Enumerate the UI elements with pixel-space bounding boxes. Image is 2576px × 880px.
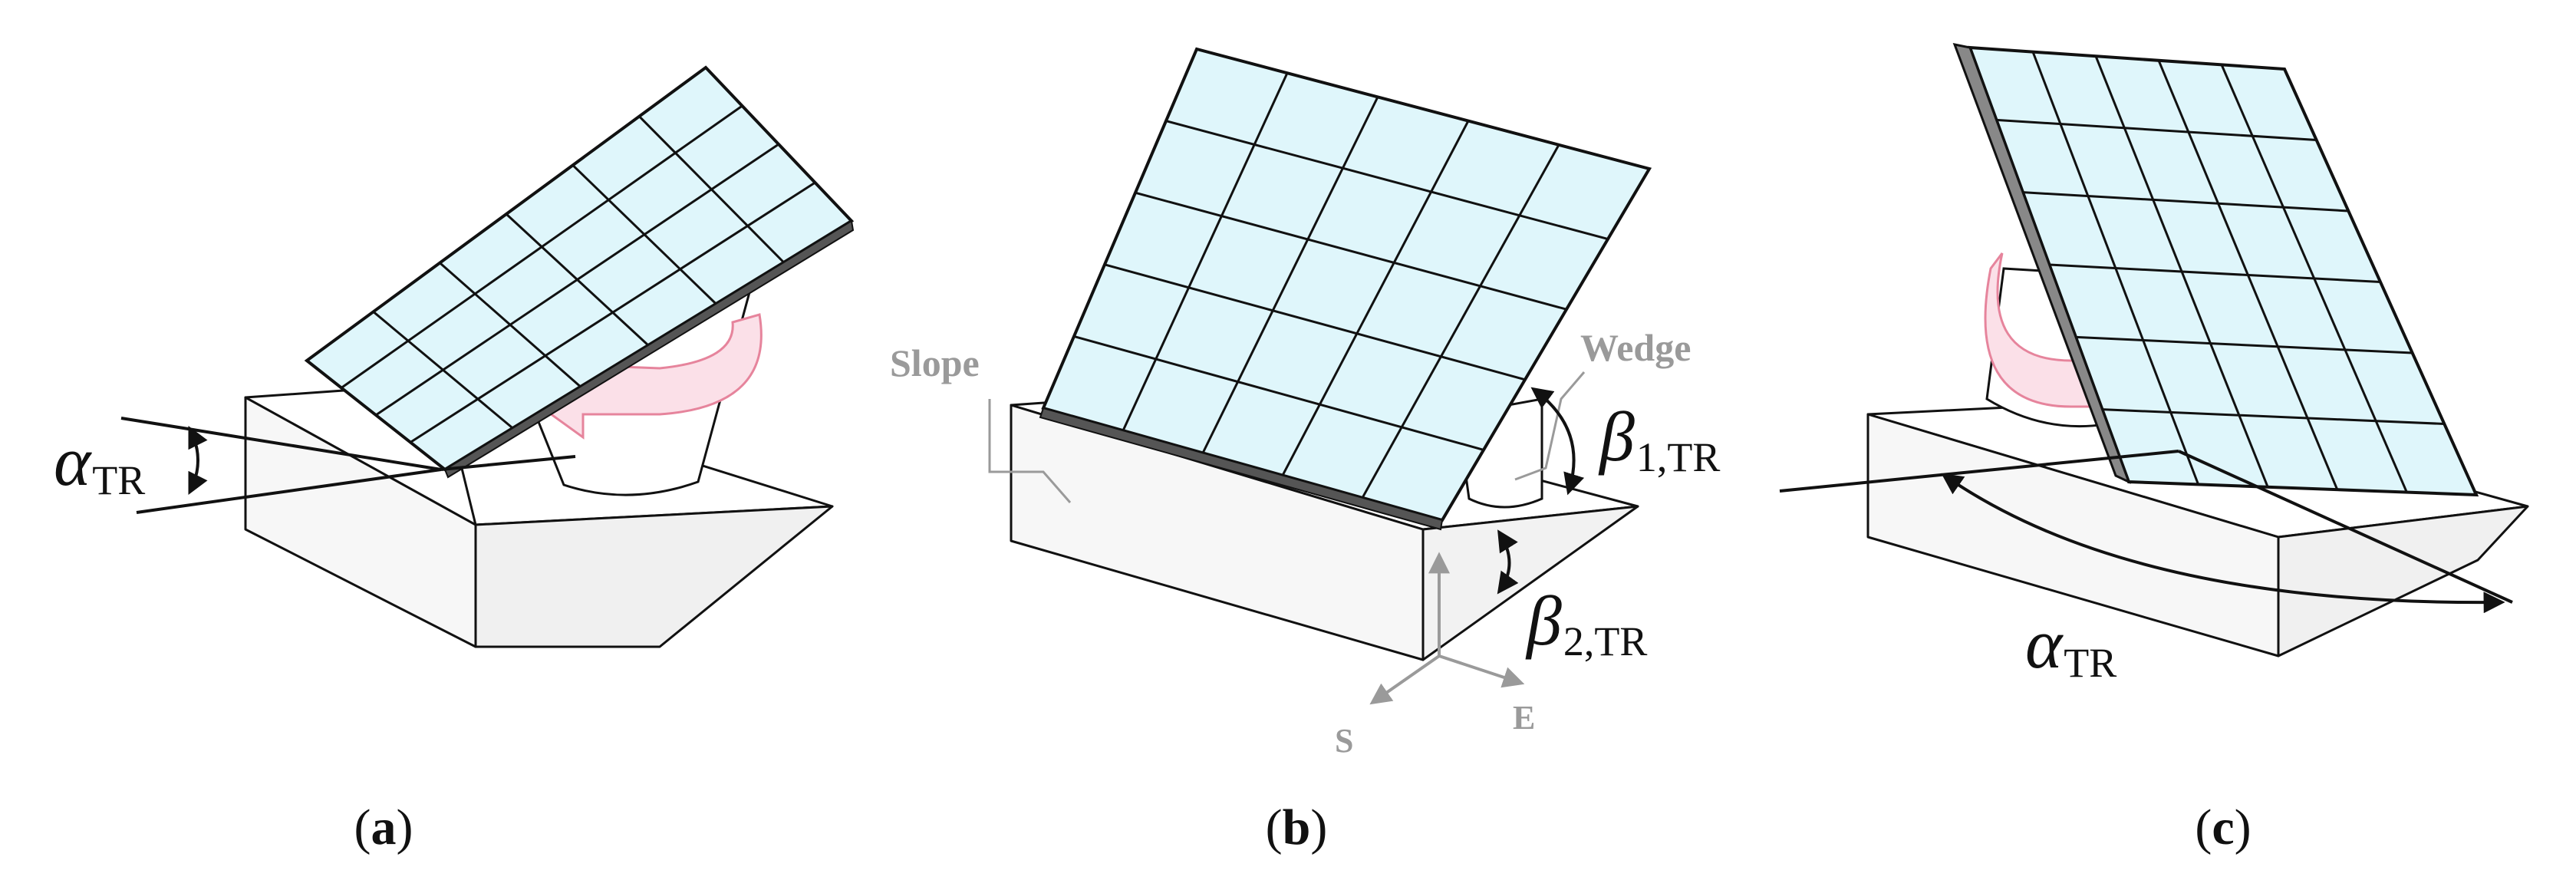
cell-line bbox=[1165, 120, 1609, 241]
angle-arrow-icon bbox=[1497, 387, 1585, 595]
panel-a-caption: (a) bbox=[354, 799, 413, 855]
cell-line bbox=[1073, 335, 1484, 451]
beta1-label: β1,TR bbox=[1598, 397, 1720, 480]
cell-line bbox=[341, 104, 743, 389]
panel-a: αTR (a) bbox=[54, 65, 855, 855]
compass-axes bbox=[1369, 552, 1525, 705]
cell-line bbox=[2049, 263, 2381, 283]
angle-arrow-icon bbox=[120, 417, 576, 514]
slope-label: Slope bbox=[890, 341, 980, 384]
panel-b-caption: (b) bbox=[1266, 799, 1328, 855]
panel-c: αTR (c) bbox=[1779, 43, 2529, 855]
south-axis-label: S bbox=[1335, 722, 1353, 760]
cell-line bbox=[2102, 408, 2445, 425]
panel-c-module bbox=[1952, 43, 2479, 497]
panel-b-cells bbox=[1073, 72, 1609, 499]
cell-line bbox=[375, 143, 779, 417]
cell-line bbox=[1104, 263, 1526, 381]
cell-line bbox=[410, 181, 816, 443]
panel-c-cells bbox=[1996, 51, 2445, 493]
cell-line bbox=[1281, 120, 1470, 476]
cell-line bbox=[1996, 118, 2317, 141]
east-axis-label: E bbox=[1513, 699, 1535, 737]
slope-leader bbox=[988, 399, 1072, 503]
panel-c-angle-label: αTR bbox=[2025, 605, 2116, 686]
panel-b: Slope Wedge β1,TR β2,TR S E (b) bbox=[890, 47, 1720, 855]
panel-b-module bbox=[1039, 47, 1652, 531]
panel-c-caption: (c) bbox=[2195, 799, 2251, 855]
cell-line bbox=[1201, 96, 1379, 454]
rotation-arrow-icon bbox=[512, 313, 763, 440]
cell-line bbox=[1361, 144, 1560, 499]
wedge-label: Wedge bbox=[1580, 326, 1691, 369]
beta2-label: β2,TR bbox=[1525, 582, 1647, 664]
angle-arrow-icon bbox=[1779, 450, 2513, 614]
cell-line bbox=[2075, 335, 2413, 354]
cell-line bbox=[1122, 72, 1289, 431]
panel-a-module bbox=[304, 65, 855, 479]
cell-line bbox=[1135, 191, 1567, 311]
cell-line bbox=[2022, 191, 2349, 213]
panel-a-angle-label: αTR bbox=[54, 422, 145, 503]
panel-a-cells bbox=[341, 104, 816, 443]
